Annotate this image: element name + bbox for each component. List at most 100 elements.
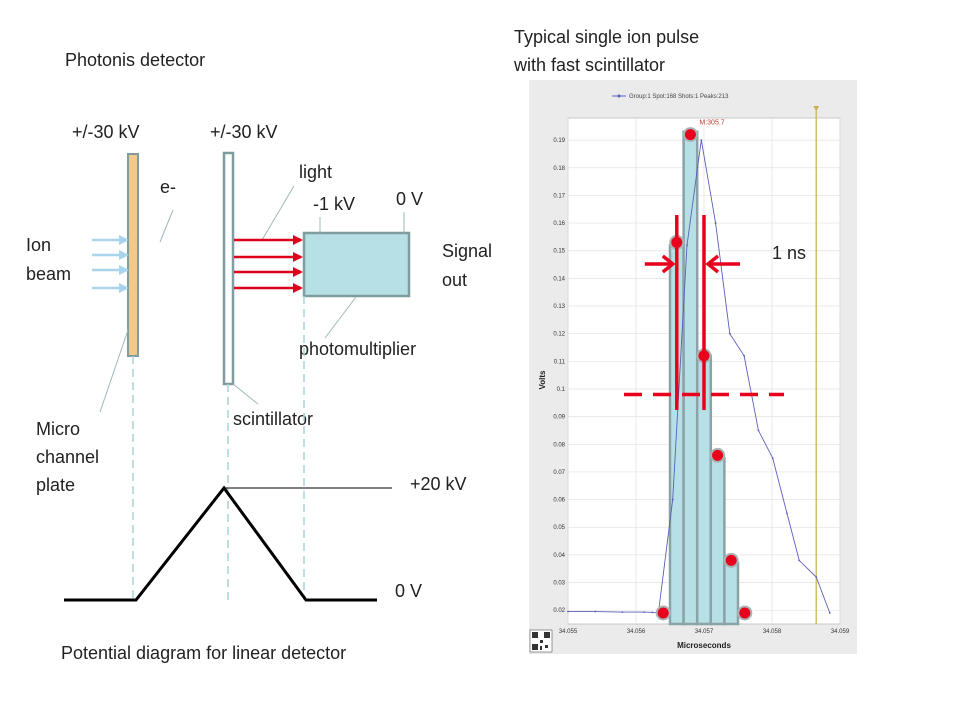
pulse-chart: Group:1 Spot:168 Shots:1 Peaks:213 Volts… — [529, 80, 857, 654]
trace-sample — [828, 612, 831, 614]
pmt-hv-label: -1 kV — [313, 194, 355, 214]
y-axis-title: Volts — [538, 370, 547, 390]
trace-sample — [700, 139, 703, 142]
y-tick-label: 0.13 — [553, 304, 565, 310]
cursor-marker-icon — [813, 106, 820, 111]
mcp-label-line: plate — [36, 475, 75, 495]
scintillator-label: scintillator — [233, 409, 313, 429]
y-tick-label: 0.07 — [553, 470, 565, 476]
peak-point — [737, 605, 753, 621]
trace-sample — [786, 512, 788, 515]
panel-title: Typical single ion pulse with fast scint… — [513, 27, 704, 75]
peak-point — [682, 127, 698, 143]
trace-sample — [671, 498, 674, 501]
signal-trace — [568, 140, 831, 614]
trace-sample — [621, 611, 624, 614]
trace-sample — [757, 429, 760, 432]
trace-sample — [594, 610, 597, 613]
scintillator-plate — [222, 151, 235, 386]
diagram-title: Photonis detector — [65, 50, 205, 70]
x-axis-title: Microseconds — [677, 641, 731, 650]
panel-title-line: with fast scintillator — [513, 55, 665, 75]
trace-sample — [686, 244, 688, 247]
y-tick-label: 0.06 — [553, 498, 565, 504]
potential-bottom-label: 0 V — [395, 581, 422, 601]
y-tick-label: 0.18 — [553, 166, 565, 172]
signal-out-label: Signal out — [442, 241, 497, 290]
trace-sample — [714, 222, 717, 224]
y-tick-label: 0.15 — [553, 249, 565, 255]
bar — [682, 130, 699, 626]
pmt-ground-label: 0 V — [396, 189, 423, 209]
ion-beam-label: Ion beam — [26, 235, 71, 284]
photomultiplier-label: photomultiplier — [299, 339, 416, 359]
y-tick-label: 0.19 — [553, 138, 565, 144]
y-tick-label: 0.09 — [553, 415, 565, 421]
y-tick-label: 0.17 — [553, 193, 565, 199]
trace-sample — [651, 611, 654, 614]
ion-beam-label-line: beam — [26, 264, 71, 284]
x-tick-label: 34.056 — [627, 629, 646, 635]
trace-sample — [567, 610, 569, 613]
y-tick-label: 0.1 — [557, 387, 566, 393]
y-tick-label: 0.08 — [553, 442, 565, 448]
qr-code-icon — [529, 629, 553, 653]
pmt-label-pointer — [324, 296, 357, 339]
x-tick-label: 34.058 — [763, 629, 782, 635]
y-tick-label: 0.16 — [553, 221, 565, 227]
y-tick-label: 0.03 — [553, 581, 565, 587]
ion-beam-label-line: Ion — [26, 235, 51, 255]
light-pointer — [261, 185, 295, 241]
bar — [723, 561, 740, 626]
electron-pointer — [159, 209, 174, 243]
mcp-label-line: channel — [36, 447, 99, 467]
ion-beam-arrows — [92, 235, 129, 293]
peak-point — [655, 605, 671, 621]
mcp-voltage-label: +/-30 kV — [72, 122, 140, 142]
peak-label: M:305.7 — [699, 120, 724, 127]
fwhm-overlay — [624, 215, 784, 410]
fwhm-right-arrow-head — [705, 254, 720, 274]
x-tick-label: 34.059 — [831, 629, 850, 635]
y-tick-label: 0.11 — [554, 359, 566, 365]
photomultiplier-box — [302, 231, 411, 298]
peak-point — [710, 447, 726, 463]
chart-points: M:305.7 — [655, 120, 753, 621]
panel-title-line: Typical single ion pulse — [514, 27, 699, 47]
trace-sample — [643, 611, 646, 614]
mcp-label-line: Micro — [36, 419, 80, 439]
chart-gridlines — [567, 106, 841, 624]
light-arrows — [234, 235, 303, 293]
scintillator-pointer — [232, 383, 259, 405]
x-tick-label: 34.055 — [559, 629, 578, 635]
y-tick-label: 0.12 — [553, 332, 565, 338]
dashed-guides — [132, 296, 305, 600]
potential-profile — [64, 485, 377, 602]
trace-sample — [798, 559, 801, 562]
chart-ticks: 0.02 0.03 0.04 0.05 0.06 0.07 0.08 0.09 0.1 0.11 0… — [553, 138, 850, 635]
electron-label: e- — [160, 177, 176, 197]
y-tick-label: 0.05 — [553, 525, 565, 531]
fwhm-left-arrow-head — [661, 254, 676, 274]
x-tick-label: 34.057 — [695, 629, 714, 635]
light-label: light — [299, 162, 332, 182]
mcp-label: Micro channel plate — [36, 419, 104, 495]
y-tick-label: 0.02 — [553, 608, 565, 614]
trace-sample — [728, 332, 731, 335]
potential-top-label: +20 kV — [410, 474, 467, 494]
chart-legend: Group:1 Spot:168 Shots:1 Peaks:213 — [629, 94, 729, 100]
y-tick-label: 0.14 — [553, 276, 565, 282]
bar — [709, 456, 726, 626]
signal-out-line: out — [442, 270, 467, 290]
trace-sample — [771, 457, 774, 459]
pulse-width-label: 1 ns — [772, 243, 806, 263]
mcp-pointer — [99, 329, 129, 413]
y-tick-label: 0.04 — [553, 553, 565, 559]
micro-channel-plate — [127, 153, 139, 357]
legend-swatch-dot — [617, 94, 621, 98]
trace-sample — [815, 576, 818, 578]
scintillator-voltage-label: +/-30 kV — [210, 122, 278, 142]
trace-sample — [743, 354, 746, 357]
signal-out-line: Signal — [442, 241, 492, 261]
